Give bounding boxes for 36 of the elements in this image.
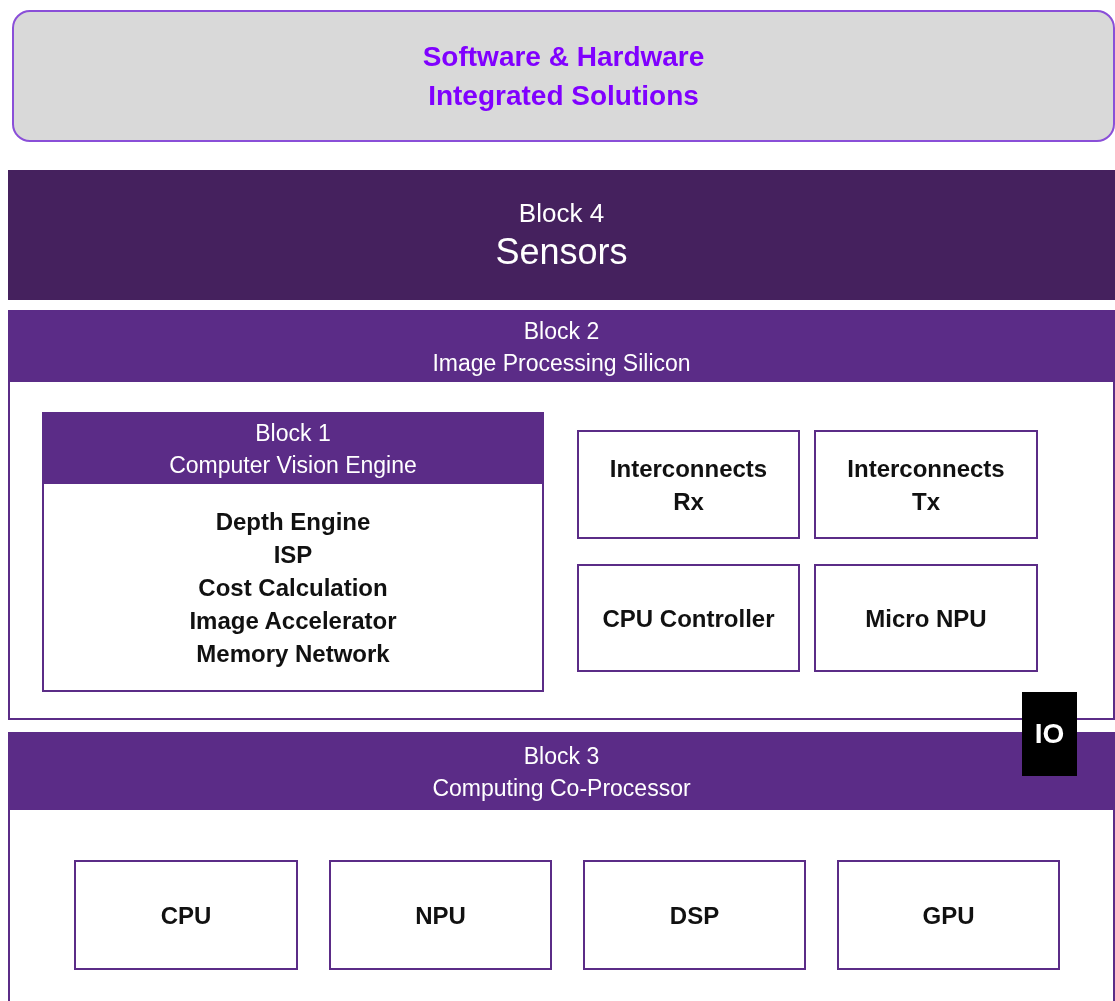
component-box	[577, 430, 800, 539]
block-label: Block 4	[518, 197, 605, 230]
block-panel	[8, 310, 1115, 720]
component-label: Interconnects Tx	[846, 453, 1006, 517]
banner-title: Software & Hardware Integrated Solutions	[421, 40, 706, 113]
component-label: Interconnects Rx	[608, 453, 769, 517]
component-box	[837, 860, 1060, 970]
block-label: Block 2	[523, 317, 600, 346]
feature-item: ISP	[273, 539, 313, 570]
io-box	[1022, 692, 1077, 776]
component-box	[329, 860, 552, 970]
component-box	[814, 564, 1038, 672]
component-box	[577, 564, 800, 672]
block-label: Block 3	[523, 742, 600, 771]
block-title: Computer Vision Engine	[169, 451, 417, 480]
component-box	[814, 430, 1038, 539]
component-box	[583, 860, 806, 970]
component-label: GPU	[921, 900, 976, 931]
component-label: Micro NPU	[864, 603, 988, 634]
feature-item: Image Accelerator	[189, 605, 397, 636]
block-title: Sensors	[495, 230, 628, 274]
component-label: CPU	[159, 900, 213, 931]
feature-item: Memory Network	[196, 638, 390, 669]
component-label: NPU	[414, 900, 467, 931]
block-card	[42, 412, 544, 692]
component-label: DSP	[668, 900, 721, 931]
feature-item: Cost Calculation	[198, 572, 388, 603]
block-band	[8, 170, 1115, 300]
component-label: CPU Controller	[601, 603, 776, 634]
io-label: IO	[1034, 718, 1065, 750]
feature-item: Depth Engine	[215, 506, 371, 537]
block-title: Computing Co-Processor	[432, 774, 691, 803]
block-title: Image Processing Silicon	[432, 349, 691, 378]
component-box	[74, 860, 298, 970]
block-label: Block 1	[255, 419, 331, 448]
solution-banner	[12, 10, 1115, 142]
